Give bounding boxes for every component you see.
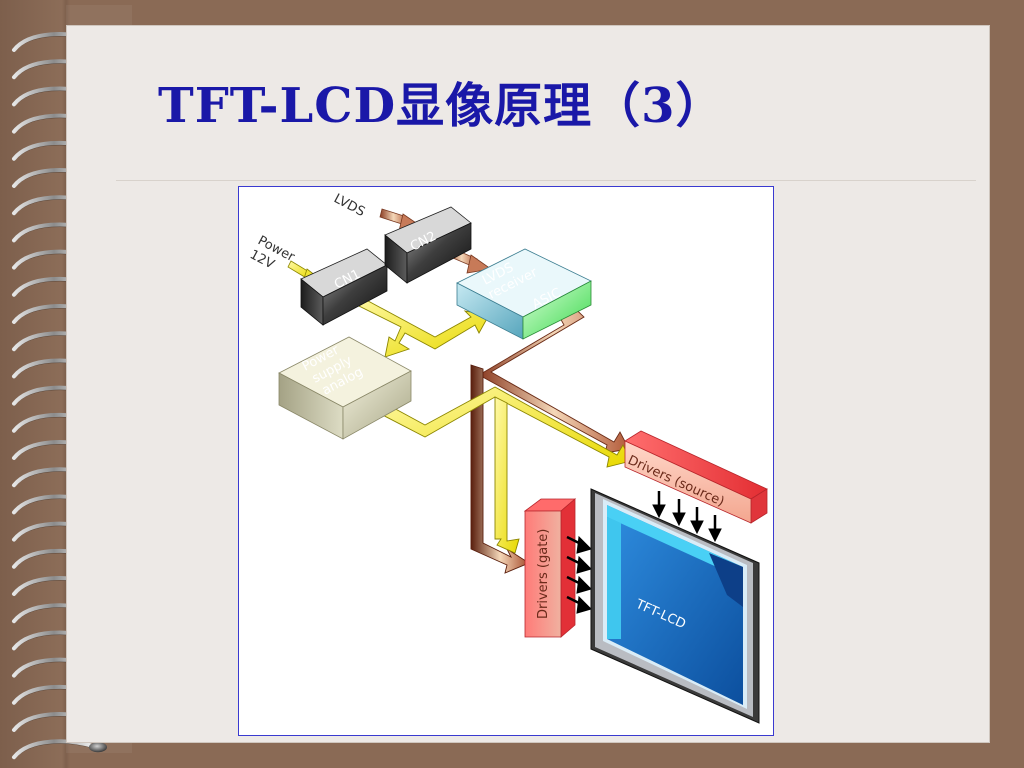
lvds-input-label: LVDS xyxy=(331,191,367,220)
signal-path-asic-to-gate-driver xyxy=(470,364,530,574)
power-supply-analog-block: Power supply analog xyxy=(278,336,412,440)
gate-driver-label: Drivers (gate) xyxy=(536,529,551,619)
signal-path-asic-to-source-driver xyxy=(478,294,630,454)
cn1-connector: CN1 xyxy=(300,248,388,326)
gate-to-panel-arrows xyxy=(566,535,592,614)
source-to-panel-arrows xyxy=(652,491,722,543)
title-divider xyxy=(116,180,976,181)
tft-lcd-panel: TFT-LCD xyxy=(590,488,760,724)
gate-driver-block: Drivers (gate) xyxy=(523,498,577,638)
tft-lcd-block-diagram: CN1 CN2 LVDS receiver ASIC Power supply … xyxy=(238,186,774,736)
spiral-ring xyxy=(12,739,107,760)
slide-title: TFT-LCD显像原理（3） xyxy=(158,78,725,134)
cn2-connector: CN2 xyxy=(384,206,472,284)
power-arrow-supply-to-drivers xyxy=(370,386,632,554)
lvds-receiver-asic-block: LVDS receiver ASIC xyxy=(456,248,592,340)
